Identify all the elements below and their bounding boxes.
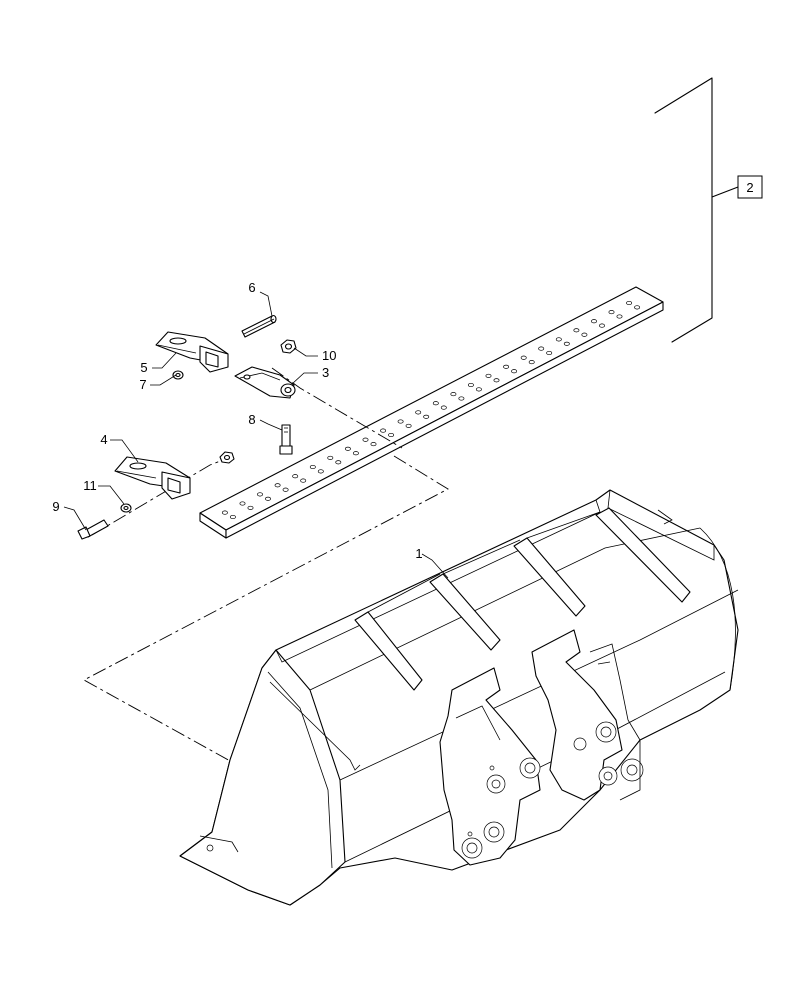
- bolt-hole: [503, 364, 510, 369]
- bolt-hole: [405, 423, 412, 428]
- bolt-hole: [591, 319, 597, 324]
- bolt-hole: [546, 350, 553, 356]
- callout-6[interactable]: 6: [248, 280, 255, 295]
- bolt-hole: [440, 405, 447, 410]
- bolt-hole: [370, 442, 377, 447]
- roll-pin: [241, 314, 277, 338]
- bolt-hole: [616, 314, 623, 319]
- bolt-hole: [282, 487, 289, 492]
- loader-bucket: [179, 489, 739, 906]
- bolt-hole: [563, 341, 570, 346]
- callout-3[interactable]: 3: [322, 365, 329, 380]
- bolt: [279, 424, 293, 455]
- callout-10[interactable]: 10: [322, 348, 336, 363]
- bolt-hole: [380, 428, 387, 433]
- bolt-hole: [415, 410, 422, 415]
- bolt-hole: [423, 414, 430, 419]
- callout-7[interactable]: 7: [139, 377, 146, 392]
- bolt-hole: [362, 437, 369, 442]
- bolt-hole: [528, 360, 535, 365]
- callout-1[interactable]: 1: [415, 546, 422, 561]
- lower-hex-nut: [219, 451, 235, 464]
- bolt-hole: [475, 387, 482, 392]
- bolt-hole: [229, 514, 236, 520]
- bolt-hole: [309, 464, 316, 470]
- bolt-hole: [538, 346, 545, 351]
- bolt-hole: [581, 332, 588, 337]
- bolt-hole: [634, 305, 641, 310]
- bolt-hole: [300, 478, 307, 483]
- bolt-hole: [520, 355, 527, 360]
- bolt-hole: [317, 469, 324, 474]
- group-bracket: [654, 77, 763, 343]
- leader-lines: [63, 291, 449, 579]
- bolt-hole: [265, 496, 271, 501]
- bolt-hole: [608, 310, 615, 315]
- bolt-hole: [450, 392, 457, 397]
- bolt-hole: [485, 373, 492, 378]
- adapter: [234, 366, 296, 399]
- bolt-hole: [335, 460, 342, 465]
- bolt-hole: [432, 401, 439, 406]
- callout-4[interactable]: 4: [100, 432, 107, 447]
- bolt-hole: [239, 501, 246, 506]
- callout-5[interactable]: 5: [140, 360, 147, 375]
- hex-nut: [280, 339, 297, 354]
- cutting-edge-plate: [199, 286, 664, 539]
- callout-9[interactable]: 9: [52, 499, 59, 514]
- upper-tooth: [155, 331, 229, 373]
- bolt-hole: [221, 510, 228, 515]
- bolt-hole: [458, 396, 465, 401]
- bolt-hole: [327, 455, 334, 460]
- washer: [120, 503, 132, 513]
- bolt-hole: [247, 505, 254, 510]
- bolt-hole: [467, 382, 474, 388]
- bolt-hole: [493, 378, 500, 383]
- plow-bolt: [77, 519, 109, 540]
- bolt-hole: [511, 369, 518, 374]
- bolt-hole: [274, 483, 281, 488]
- bolt-hole: [352, 451, 359, 456]
- bolt-hole: [388, 432, 395, 438]
- bolt-hole: [257, 492, 263, 497]
- bolt-hole: [397, 419, 404, 424]
- bolt-hole: [626, 300, 633, 306]
- bolt-holes: [221, 300, 641, 520]
- lower-tooth: [114, 456, 191, 500]
- small-washer: [172, 370, 184, 380]
- bolt-hole: [344, 446, 351, 451]
- bolt-hole: [292, 474, 299, 479]
- bolt-hole: [573, 328, 580, 333]
- callout-11[interactable]: 11: [83, 478, 97, 493]
- callout-2[interactable]: 2: [746, 180, 753, 195]
- callout-8[interactable]: 8: [248, 412, 255, 427]
- bolt-hole: [599, 323, 605, 328]
- bolt-hole: [555, 337, 562, 342]
